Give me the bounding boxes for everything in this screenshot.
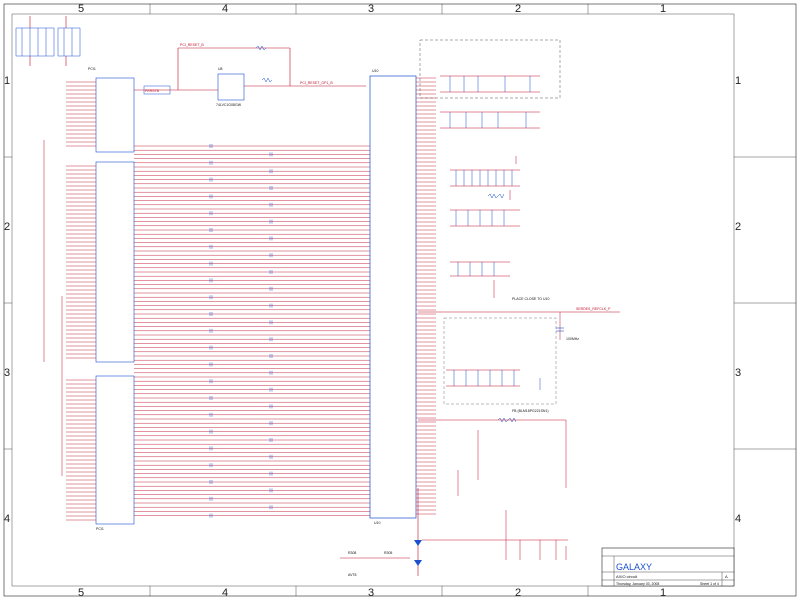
zone-right-4: 4: [735, 513, 741, 525]
filter-label: FB (BLM18PG221SN1): [512, 409, 549, 413]
zone-right-3: 3: [735, 367, 741, 379]
title-subtitle: AXIO circuit: [616, 574, 638, 579]
zone-left-3: 3: [4, 367, 10, 379]
u10-ref-bottom: U10: [374, 521, 380, 525]
zone-labels-top: 5 4 3 2 1: [78, 3, 666, 15]
zone-bottom-4: 4: [222, 587, 228, 599]
zone-right-2: 2: [735, 221, 741, 233]
diode-icon: [414, 540, 422, 546]
zone-labels-right: 1 2 3 4: [735, 75, 741, 525]
zone-top-3: 3: [368, 3, 374, 15]
zone-top-5: 5: [78, 3, 84, 15]
gnd-label: AVT8: [348, 573, 357, 577]
u10-ref: U10: [372, 69, 378, 73]
serdes-refclk-net: SERDES_REFCLK_P: [576, 307, 611, 311]
connector-to-u10-bus: [134, 145, 370, 516]
pci1-ref: PCI1: [88, 67, 96, 71]
zone-bottom-5: 5: [78, 587, 84, 599]
led-area-note: PLACE CLOSE TO U10: [512, 297, 549, 301]
title-company: GALAXY: [616, 562, 652, 572]
reset-ic-ref: U8: [218, 67, 223, 71]
bottom-diode-section: R308 R305 AVT8: [340, 488, 568, 577]
pci1-connector: PCI1 PCI1: [88, 67, 135, 531]
serdes-refclk-section: PLACE CLOSE TO U10 SERDES_REFCLK_P 100MH…: [418, 297, 620, 496]
title-sheet: Sheet 1 of 4: [700, 582, 719, 586]
pci-reset-net: PCI_RESET_B: [180, 43, 204, 47]
pci-reset-gp1-net: PCI_RESET_GP1_B: [300, 81, 333, 85]
zone-ticks: [4, 4, 796, 596]
title-rev: A: [725, 574, 728, 579]
decoupling-caps-mid-right: [440, 111, 540, 129]
top-left-power-wires: [29, 16, 67, 66]
bottom-left-part: R308: [348, 551, 356, 555]
sheet-frame: [3, 3, 797, 597]
ac-coupling-caps: [209, 144, 273, 518]
zone-labels-bottom: 5 4 3 2 1: [78, 587, 666, 599]
title-block: GALAXY AXIO circuit Thursday, January 03…: [601, 547, 735, 587]
zone-bottom-1: 1: [660, 587, 666, 599]
u10-right-pins: [416, 77, 436, 515]
u10-chip: U10 U10: [369, 69, 417, 525]
decoupling-caps-array-1: [450, 169, 520, 277]
zone-top-1: 1: [660, 3, 666, 15]
zone-right-1: 1: [735, 75, 741, 87]
gnd-arrows-right: [493, 156, 517, 298]
decoupling-caps-top-right: [419, 39, 561, 99]
connector-left-pins: [66, 81, 96, 521]
freq-note: 100MHz: [566, 337, 579, 341]
zone-top-4: 4: [222, 3, 228, 15]
zone-top-2: 2: [515, 3, 521, 15]
title-date: Thursday, January 03, 2008: [616, 582, 659, 586]
zone-left-2: 2: [4, 221, 10, 233]
diode-icon-2: [414, 560, 422, 566]
reset-ic-part: 74LVC1G08GW: [216, 103, 242, 107]
drawing-area: [11, 13, 735, 587]
pci1-ref-bottom: PCI1: [96, 527, 104, 531]
top-left-cap-cluster: [15, 27, 81, 57]
reset-gate: U8 74LVC1G08GW PCI_RESET_B PERSTB PCI_RE…: [134, 43, 366, 107]
zone-bottom-2: 2: [515, 587, 521, 599]
zone-left-4: 4: [4, 513, 10, 525]
perst-box-label: PERSTB: [145, 89, 160, 93]
zone-left-1: 1: [4, 75, 10, 87]
bottom-mid-part: R305: [384, 551, 392, 555]
zone-bottom-3: 3: [368, 587, 374, 599]
zone-labels-left: 1 2 3 4: [4, 75, 10, 525]
